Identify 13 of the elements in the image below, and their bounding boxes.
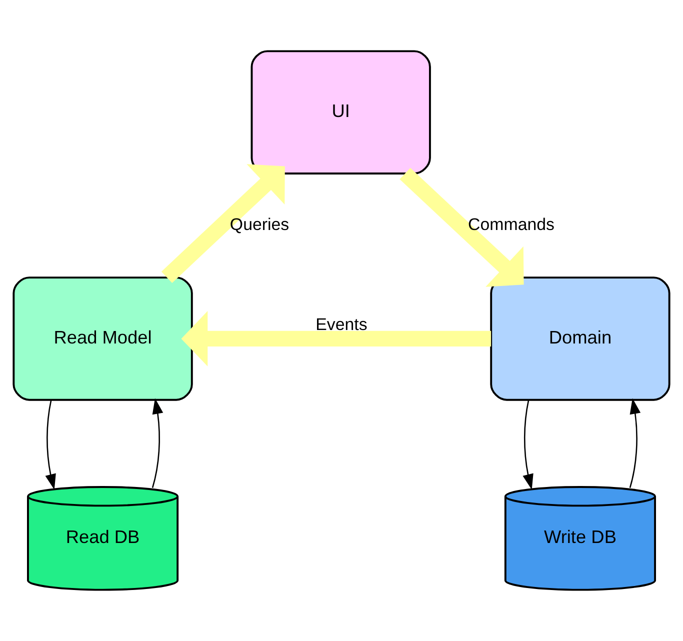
arrow bbox=[400, 168, 524, 287]
arrow bbox=[161, 164, 285, 283]
edge-label: Commands bbox=[468, 214, 554, 234]
edge-label: Events bbox=[316, 315, 368, 334]
node-box: Read Model bbox=[12, 276, 193, 401]
node-box: Domain bbox=[490, 276, 670, 401]
arrow bbox=[45, 400, 56, 490]
edge-label: Queries bbox=[230, 214, 290, 234]
arrow bbox=[152, 398, 164, 488]
arrow bbox=[522, 400, 534, 490]
arrow bbox=[181, 311, 492, 366]
arrow bbox=[629, 398, 641, 488]
node-box: UI bbox=[250, 50, 431, 174]
